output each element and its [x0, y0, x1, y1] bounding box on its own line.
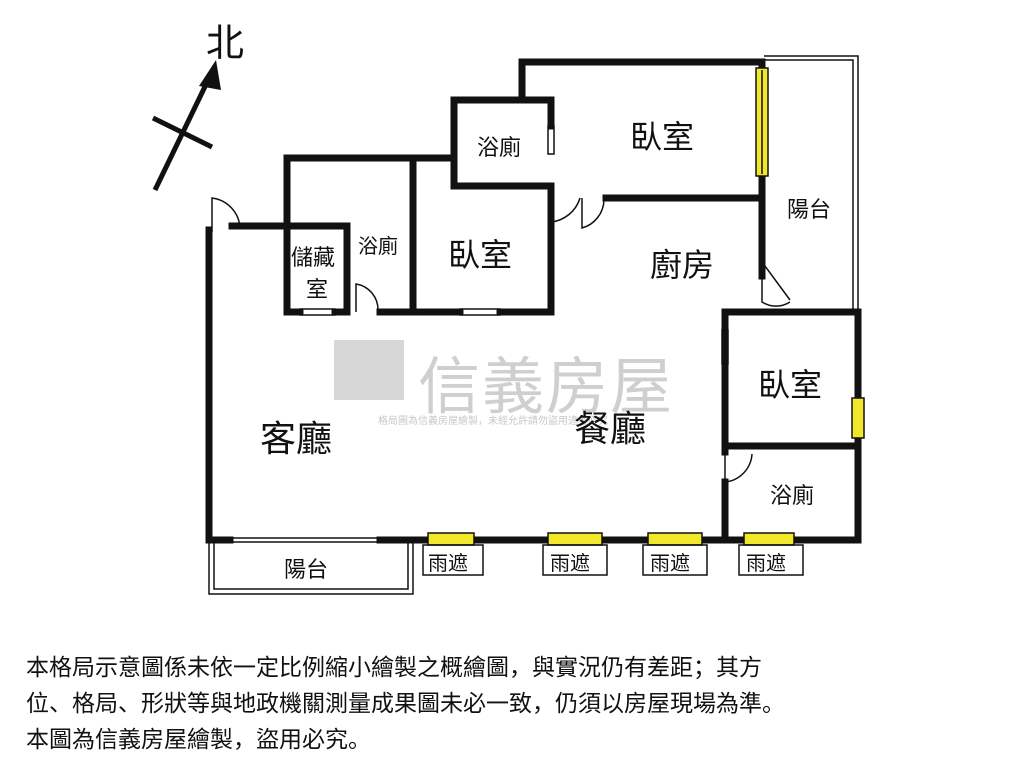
room-balcony-right: 陽台 [787, 198, 832, 223]
entry-door-icon [211, 197, 241, 232]
watermark-brand: 信義房屋 [418, 350, 675, 423]
rain-cover-3: 雨遮 [650, 551, 690, 575]
doors [211, 188, 791, 483]
disclaimer-notice: 本格局示意圖係未依一定比例縮小繪製之概繪圖，與實況仍有差距；其方 位、格局、形狀… [26, 650, 1006, 758]
north-label: 北 [206, 21, 245, 65]
floor-plan-drawing [151, 55, 865, 595]
windows [427, 67, 865, 546]
balcony-outlines [208, 55, 859, 595]
notice-line-3: 本圖為信義房屋繪製，盜用必究。 [26, 727, 371, 753]
room-kitchen: 廚房 [650, 246, 715, 284]
room-bedroom-mid: 臥室 [448, 236, 513, 274]
watermark-logo-icon [334, 340, 404, 400]
room-bedroom-top: 臥室 [630, 118, 695, 156]
rain-cover-boxes [422, 544, 804, 576]
room-balcony-bottom: 陽台 [284, 558, 329, 583]
rain-cover-4: 雨遮 [746, 551, 786, 575]
room-living: 客廳 [260, 419, 333, 460]
rain-cover-2: 雨遮 [550, 551, 590, 575]
room-storage: 儲藏 [291, 246, 336, 271]
window-bedroom-right [851, 397, 865, 439]
room-bath-left: 浴廁 [358, 234, 398, 258]
walls [205, 58, 862, 544]
watermark: 信義房屋 [334, 336, 694, 423]
compass-arrow-icon [151, 60, 221, 192]
rain-cover-1: 雨遮 [428, 551, 468, 575]
room-bath-top: 浴廁 [477, 136, 522, 161]
notice-line-2: 位、格局、形狀等與地政機關測量成果圖未必一致，仍須以房屋現場為準。 [26, 691, 785, 717]
sliding-doors [230, 125, 729, 543]
notice-line-1: 本格局示意圖係未依一定比例縮小繪製之概繪圖，與實況仍有差距；其方 [26, 655, 762, 681]
room-storage-2: 室 [306, 278, 329, 303]
room-bath-right: 浴廁 [770, 484, 815, 509]
watermark-small-text: 格局圖為信義房屋繪製，未經允許請勿盜用違者必究 [378, 416, 608, 427]
room-bedroom-right: 臥室 [758, 366, 823, 404]
floor-plan: 北 信義房屋 格局圖為信義房屋繪製，未經允許請勿盜用違者必究 儲藏 室 浴廁 臥… [151, 21, 865, 595]
room-dining: 餐廳 [574, 409, 647, 450]
bath-door-icon [355, 283, 379, 312]
